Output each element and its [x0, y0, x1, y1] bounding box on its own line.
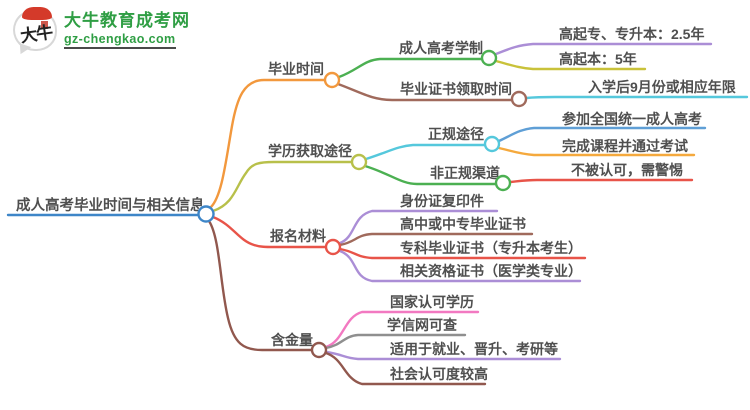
- edge-cert-collection-time: [336, 82, 514, 102]
- edge-qualification-cert: [338, 249, 582, 283]
- edge-duration-short: [494, 42, 713, 56]
- node-circle-formal-channel: [483, 135, 501, 153]
- root-label: 成人高考毕业时间与相关信息: [16, 196, 205, 214]
- label-registration-materials: 报名材料: [270, 228, 326, 244]
- edge-collection-when: [524, 95, 749, 100]
- edge-national-exam: [497, 126, 707, 143]
- label-formal-channel: 正规途径: [428, 126, 484, 142]
- logo-url: gz-chengkao.com: [64, 32, 176, 50]
- label-graduation-time: 毕业时间: [268, 61, 324, 77]
- label-social-recognition: 社会认可度较高: [389, 366, 488, 382]
- label-degree-channels: 学历获取途径: [268, 143, 352, 159]
- label-cert-collection-time: 毕业证书领取时间: [400, 81, 512, 97]
- edge-graduation-time: [209, 78, 327, 209]
- label-duration-long: 高起本：5年: [559, 51, 637, 67]
- label-duration-short: 高起专、专升本：2.5年: [559, 26, 704, 42]
- label-complete-courses: 完成课程并通过考试: [562, 138, 688, 154]
- seal-arc: [22, 7, 52, 20]
- edge-degree-channels: [211, 160, 354, 213]
- node-circle-study-system: [480, 49, 498, 67]
- edge-informal-channel: [363, 164, 498, 186]
- edge-formal-channel: [364, 143, 487, 161]
- edge-college-diploma: [338, 247, 587, 260]
- label-qualification-cert: 相关资格证书（医学类专业）: [400, 263, 582, 279]
- edge-id-copy: [338, 209, 499, 245]
- edge-state-recognized: [324, 310, 480, 349]
- edge-xuexin-verifiable: [324, 333, 467, 350]
- edge-degree-value: [207, 219, 314, 352]
- root-node-circle: [197, 205, 215, 223]
- edge-complete-courses: [497, 146, 696, 157]
- edge-duration-long: [494, 59, 647, 71]
- seal-stamp: [41, 21, 48, 29]
- logo-text-block: 大牛教育成考网 gz-chengkao.com: [64, 11, 190, 50]
- node-circle-graduation-time: [323, 71, 341, 89]
- node-circle-cert-collection-time: [510, 90, 528, 108]
- node-circle-registration-materials: [324, 238, 342, 256]
- label-informal-channel: 非正规渠道: [430, 165, 500, 181]
- edge-not-recognized: [508, 178, 694, 184]
- label-study-system: 成人高考学制: [399, 40, 483, 56]
- label-degree-value: 含金量: [271, 332, 313, 348]
- label-usage-scenarios: 适用于就业、晋升、考研等: [390, 341, 558, 357]
- node-circle-degree-channels: [350, 153, 368, 171]
- label-collection-when: 入学后9月份或相应年限: [588, 79, 736, 95]
- node-circle-degree-value: [310, 341, 328, 359]
- edge-study-system: [337, 57, 484, 79]
- label-state-recognized: 国家认可学历: [390, 294, 474, 310]
- edge-highschool-diploma: [338, 232, 534, 247]
- label-college-diploma: 专科毕业证书（专升本考生）: [400, 240, 582, 256]
- label-highschool-diploma: 高中或中专毕业证书: [400, 216, 526, 232]
- label-national-exam: 参加全国统一成人高考: [562, 111, 702, 127]
- logo-title: 大牛教育成考网: [64, 10, 190, 30]
- label-xuexin-verifiable: 学信网可查: [387, 317, 458, 333]
- label-id-copy: 身份证复印件: [400, 193, 484, 209]
- daniu-seal-icon: 大牛: [13, 7, 57, 51]
- edge-registration-materials: [211, 215, 328, 249]
- edge-usage-scenarios: [324, 350, 562, 361]
- edge-social-recognition: [324, 351, 487, 386]
- label-not-recognized: 不被认可，需警惕: [571, 162, 683, 178]
- node-circle-informal-channel: [494, 174, 512, 192]
- site-logo: 大牛 大牛教育成考网 gz-chengkao.com: [13, 7, 190, 51]
